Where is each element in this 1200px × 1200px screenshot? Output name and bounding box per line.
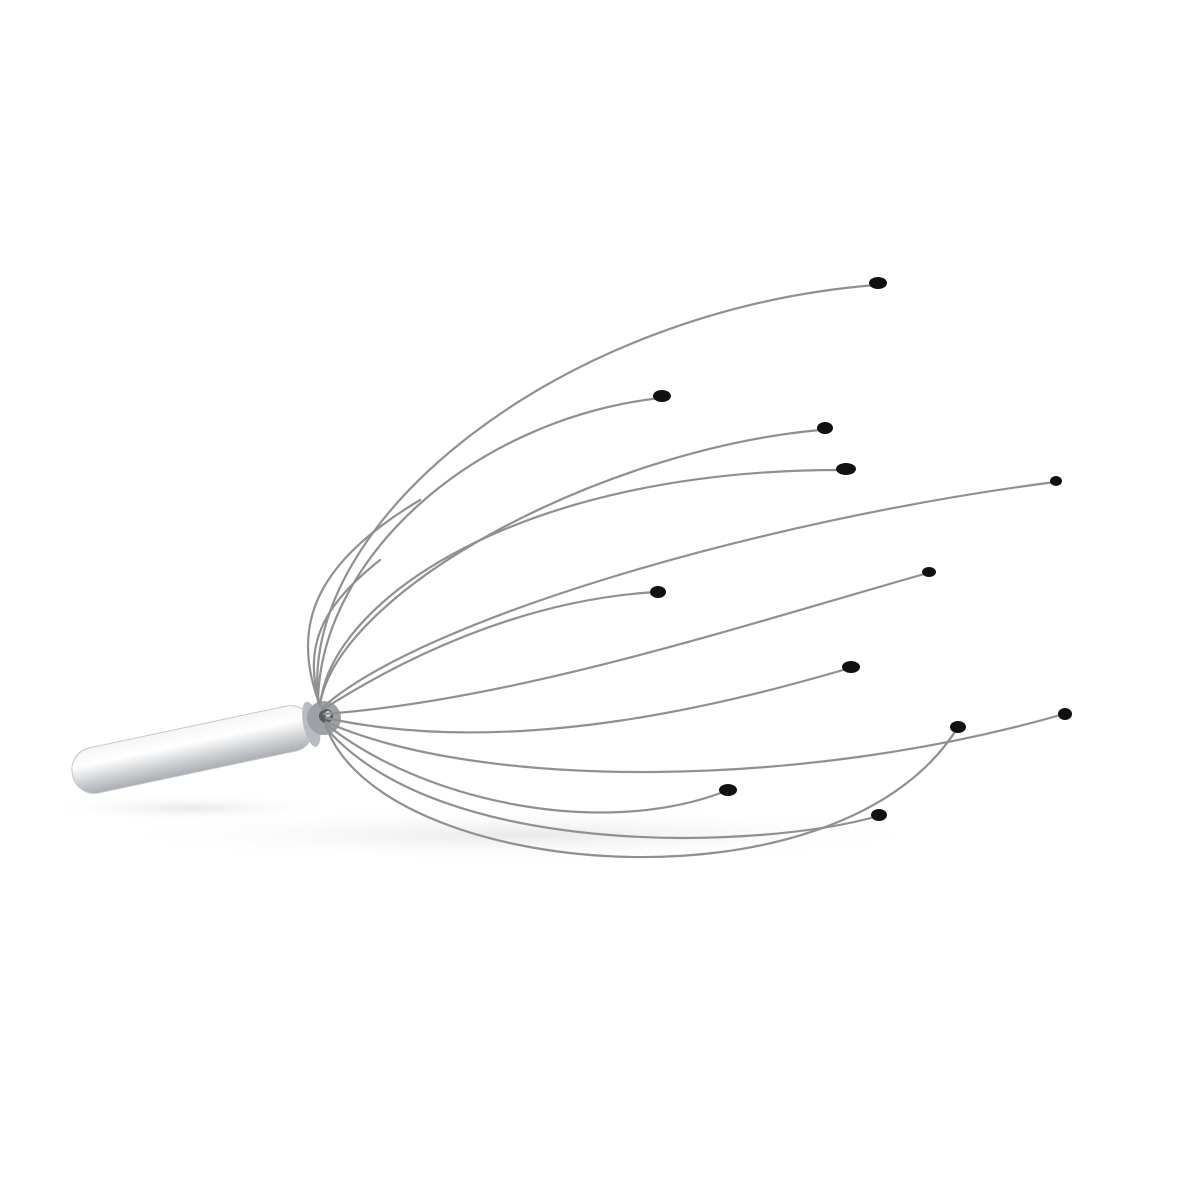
wire	[324, 722, 728, 814]
tip	[1050, 476, 1062, 486]
tip	[922, 567, 936, 577]
wire	[318, 468, 842, 708]
wire	[324, 666, 852, 734]
tip	[719, 784, 737, 796]
floor-shadow	[90, 807, 950, 863]
wire	[320, 590, 658, 712]
tip	[653, 390, 671, 402]
wire	[324, 724, 960, 859]
wire	[324, 726, 880, 839]
wire	[316, 396, 662, 704]
tip	[1058, 708, 1072, 720]
tips	[650, 277, 1072, 821]
tip	[950, 721, 966, 733]
wire	[316, 283, 878, 702]
tip	[842, 661, 860, 673]
wire	[312, 558, 382, 706]
wire	[306, 498, 422, 702]
tip	[836, 463, 856, 475]
wire	[320, 480, 1057, 710]
handle-shadow	[40, 794, 340, 822]
tip	[871, 809, 887, 821]
wires	[306, 283, 1066, 859]
tip	[869, 277, 887, 289]
tip	[650, 586, 666, 598]
wire	[322, 571, 930, 716]
wire	[318, 428, 822, 706]
handle	[71, 701, 321, 794]
tip	[817, 422, 833, 434]
